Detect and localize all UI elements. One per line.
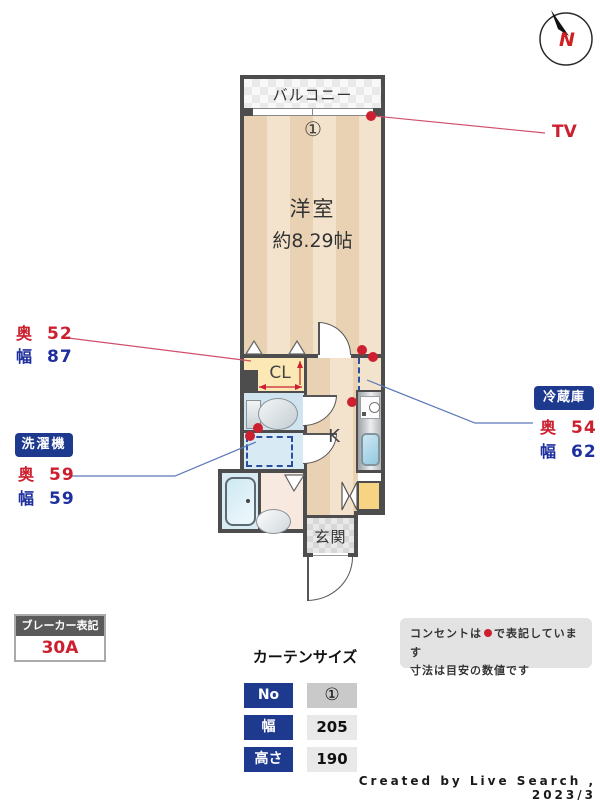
curtain-row-no-label: No xyxy=(244,683,293,708)
entrance-threshold xyxy=(313,555,348,556)
outlet-dot xyxy=(245,431,255,441)
bath-folding-door-icon xyxy=(284,474,306,493)
wall xyxy=(240,75,244,473)
curtain-table-title: カーテンサイズ xyxy=(252,648,358,666)
balcony-label: バルコニー xyxy=(272,86,353,104)
closet-width-value: 87 xyxy=(47,347,73,367)
compass-north-label: N xyxy=(559,29,575,51)
wall xyxy=(218,469,222,533)
compass: N xyxy=(535,5,597,67)
main-room-floor xyxy=(244,108,381,354)
curtain-row-width-label: 幅 xyxy=(244,715,293,740)
washer-badge: 洗濯機 xyxy=(15,433,73,457)
wall xyxy=(240,108,254,116)
wall xyxy=(372,108,385,116)
closet-depth-label: 奥 xyxy=(16,324,34,343)
closet-width-row: 幅 87 xyxy=(16,343,73,367)
room-label: 洋室 xyxy=(289,197,336,221)
outlet-dot-icon xyxy=(484,629,492,637)
tv-label: TV xyxy=(552,122,577,142)
compass-icon xyxy=(539,10,593,66)
balcony-floor xyxy=(244,79,381,109)
note-line1: コンセントはで表記しています xyxy=(410,625,582,662)
wall xyxy=(218,469,307,473)
footer-credit: Created by Live Search , 2023/3 xyxy=(358,774,596,800)
closet-folding-door-icon xyxy=(245,340,307,355)
wall xyxy=(258,473,261,529)
washer-depth-label: 奥 xyxy=(18,465,36,484)
washer-dashed-outline xyxy=(246,436,293,467)
fridge-space xyxy=(358,358,383,392)
entrance-floor xyxy=(307,518,354,553)
wall xyxy=(303,469,307,557)
wall xyxy=(240,430,307,433)
bifold-door-icon xyxy=(341,481,358,511)
wall xyxy=(240,391,307,393)
outlet-dot xyxy=(368,352,378,362)
fridge-badge: 冷蔵庫 xyxy=(534,386,594,410)
wall xyxy=(381,75,385,515)
wall xyxy=(303,553,313,557)
room-size-label: 約8.29帖 xyxy=(272,230,353,252)
washer-depth-value: 59 xyxy=(49,465,75,485)
kitchen-sink xyxy=(361,433,380,466)
stove-burner xyxy=(369,402,380,413)
curtain-row-width-value: 205 xyxy=(307,715,357,740)
closet-label: CL xyxy=(269,363,291,383)
washer-width-label: 幅 xyxy=(18,489,36,508)
curtain-row-height-label: 高さ xyxy=(244,747,293,772)
washer-width-row: 幅 59 xyxy=(18,485,75,509)
fridge-depth-value: 54 xyxy=(571,418,597,438)
outlet-dot xyxy=(357,345,367,355)
window-center-tick xyxy=(312,108,313,116)
outlet-note-box: コンセントはで表記しています 寸法は目安の数値です xyxy=(400,618,592,677)
wall xyxy=(358,511,385,515)
closet-depth-row: 奥 52 xyxy=(16,320,73,344)
stove-switch xyxy=(362,412,366,416)
curtain-row-height-value: 190 xyxy=(307,747,357,772)
breaker-box: ブレーカー表記 30A xyxy=(14,614,106,662)
outlet-dot xyxy=(347,397,357,407)
fridge-depth-label: 奥 xyxy=(540,418,558,437)
pillar xyxy=(240,370,258,391)
entrance-label: 玄関 xyxy=(314,528,347,546)
wall xyxy=(356,390,381,392)
bathtub xyxy=(225,477,256,526)
curtain-row-no-value: ① xyxy=(307,683,357,708)
note-line1-post: で表記しています xyxy=(410,627,578,659)
wall xyxy=(356,470,385,473)
wall xyxy=(240,354,318,358)
closet-depth-value: 52 xyxy=(47,324,73,344)
wall xyxy=(348,553,358,557)
outlet-dot xyxy=(366,111,376,121)
wall xyxy=(356,392,358,470)
entrance-door-arc xyxy=(307,557,353,601)
note-line2: 寸法は目安の数値です xyxy=(410,664,530,678)
shoe-cabinet xyxy=(357,481,381,511)
bathtub-drain xyxy=(246,499,250,503)
fridge-depth-row: 奥 54 xyxy=(540,414,597,438)
note-line1-pre: コンセントは xyxy=(410,627,482,640)
wall xyxy=(303,515,358,518)
breaker-value: 30A xyxy=(16,636,104,660)
closet-width-label: 幅 xyxy=(16,347,34,366)
balcony-window xyxy=(253,108,373,116)
curtain-no-marker: ① xyxy=(304,117,322,141)
fridge-width-label: 幅 xyxy=(540,442,558,461)
washer-width-value: 59 xyxy=(49,489,75,509)
fridge-width-row: 幅 62 xyxy=(540,438,597,462)
wall xyxy=(240,75,385,79)
fridge-width-value: 62 xyxy=(571,442,597,462)
outlet-dot xyxy=(253,423,263,433)
toilet-bowl xyxy=(258,398,298,430)
kitchen-label: K xyxy=(328,426,340,447)
wall xyxy=(354,511,358,557)
breaker-title: ブレーカー表記 xyxy=(16,616,104,636)
washbasin-sink xyxy=(256,509,291,534)
washer-depth-row: 奥 59 xyxy=(18,461,75,485)
